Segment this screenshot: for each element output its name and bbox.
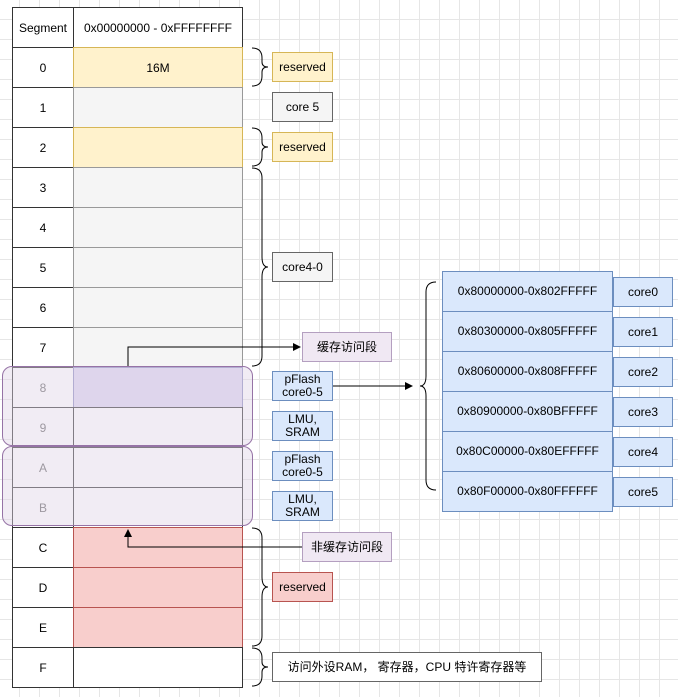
segment-number: D <box>12 567 74 608</box>
reserved-label-segC-E: reserved <box>272 572 333 602</box>
pflash-range: 0x80900000-0x80BFFFFF <box>442 391 613 432</box>
segment-number: 1 <box>12 87 74 128</box>
segment-number: 8 <box>12 367 74 408</box>
cached-access-callout: 缓存访问段 <box>302 332 392 362</box>
segment-content <box>73 287 243 328</box>
segment-content <box>73 367 243 408</box>
lmu-sram-label-segB: LMU, SRAM <box>272 491 333 521</box>
uncached-pflash-group <box>2 446 253 526</box>
segment-content <box>73 647 243 688</box>
segment-content <box>73 207 243 248</box>
segment-number: 6 <box>12 287 74 328</box>
peripheral-label-segF: 访问外设RAM， 寄存器，CPU 特许寄存器等 <box>272 652 542 682</box>
segment-content <box>73 567 243 608</box>
brace-seg2 <box>251 127 269 167</box>
segment-content <box>73 87 243 128</box>
pflash-core: core2 <box>613 357 673 387</box>
cached-pflash-group <box>2 366 253 446</box>
segment-content <box>73 327 243 368</box>
pflash-core: core3 <box>613 397 673 427</box>
brace-pflash-map <box>419 281 437 491</box>
pflash-core: core5 <box>613 477 673 507</box>
segment-content <box>73 167 243 208</box>
reserved-label-seg2: reserved <box>272 132 333 162</box>
pflash-core: core4 <box>613 437 673 467</box>
segment-number: E <box>12 607 74 648</box>
pflash-core: core0 <box>613 277 673 307</box>
segment-content <box>73 527 243 568</box>
core5-label-seg1: core 5 <box>272 92 333 122</box>
pflash-range: 0x80600000-0x808FFFFF <box>442 351 613 392</box>
brace-seg0 <box>251 47 269 87</box>
segment-content <box>73 607 243 648</box>
brace-segC-E <box>251 527 269 647</box>
uncached-access-callout: 非缓存访问段 <box>302 532 392 562</box>
pflash-label-seg8: pFlash core0-5 <box>272 371 333 401</box>
brace-seg3-7 <box>251 167 269 367</box>
segment-content: 16M <box>73 47 243 88</box>
segment-header: Segment <box>12 7 74 48</box>
brace-segF <box>251 647 269 687</box>
segment-content <box>73 247 243 288</box>
segment-number: 5 <box>12 247 74 288</box>
segment-content <box>73 127 243 168</box>
segment-number: 4 <box>12 207 74 248</box>
segment-number: 3 <box>12 167 74 208</box>
segment-number: C <box>12 527 74 568</box>
segment-number: 0 <box>12 47 74 88</box>
pflash-range: 0x80000000-0x802FFFFF <box>442 271 613 312</box>
pflash-range: 0x80C00000-0x80EFFFFF <box>442 431 613 472</box>
segment-content <box>73 487 243 528</box>
pflash-range: 0x80300000-0x805FFFFF <box>442 311 613 352</box>
segment-number: 7 <box>12 327 74 368</box>
segment-content <box>73 407 243 448</box>
segment-number: 2 <box>12 127 74 168</box>
segment-number: F <box>12 647 74 688</box>
segment-number: 9 <box>12 407 74 448</box>
reserved-label-seg0: reserved <box>272 52 333 82</box>
range-header: 0x00000000 - 0xFFFFFFFF <box>73 7 243 48</box>
lmu-sram-label-seg9: LMU, SRAM <box>272 411 333 441</box>
pflash-range: 0x80F00000-0x80FFFFFF <box>442 471 613 512</box>
pflash-core: core1 <box>613 317 673 347</box>
core4-0-label: core4-0 <box>272 252 333 282</box>
pflash-label-segA: pFlash core0-5 <box>272 451 333 481</box>
